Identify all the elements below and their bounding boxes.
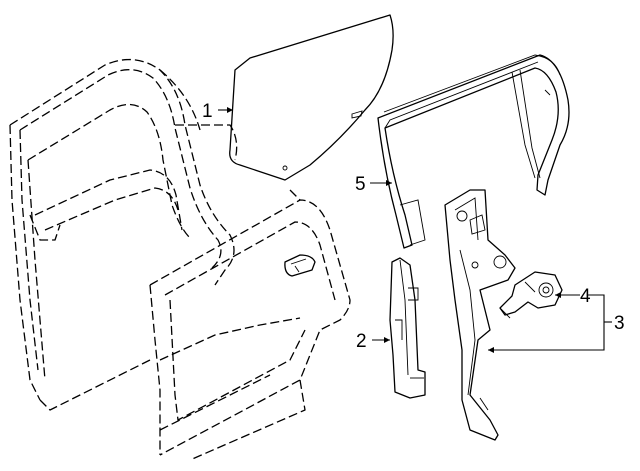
callout-4: 4 [580,286,591,307]
window-regulator [444,189,516,441]
door-handle [284,254,316,277]
callout-1: 1 [202,101,213,122]
callout-2: 2 [356,331,367,352]
callout-3: 3 [614,313,625,334]
glass-run-channel [377,54,570,249]
door-opening-frame [9,58,238,411]
callout-5: 5 [355,174,366,195]
door-glass [229,14,394,181]
glass-channel [389,257,426,399]
leader-lines [218,107,612,353]
regulator-motor [499,271,563,319]
rear-door-shell [149,189,351,461]
